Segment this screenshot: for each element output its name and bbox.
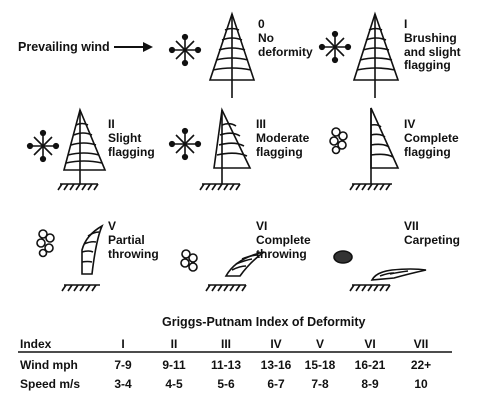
- table-header-label: Index: [20, 337, 52, 351]
- panel-0-index: 0: [258, 17, 265, 31]
- blob-icon: [180, 249, 198, 272]
- panel-VII-desc: Carpeting: [404, 233, 461, 247]
- blob-icon: [333, 250, 353, 264]
- table-header-cell: IV: [270, 337, 282, 351]
- panel-VI-desc: Complete throwing: [256, 233, 311, 261]
- table-cell: 5-6: [217, 377, 235, 391]
- panel-0-desc: No deformity: [258, 31, 313, 59]
- table-header-cell: VII: [413, 337, 429, 351]
- panel-I-desc: Brushing and slight flagging: [404, 31, 461, 72]
- panel-VI-index: VI: [256, 219, 268, 233]
- table-header-cell: II: [170, 337, 178, 351]
- panel-I-index: I: [404, 17, 408, 31]
- table-cell: 4-5: [165, 377, 183, 391]
- table-cell: 7-8: [311, 377, 329, 391]
- table-cell: 7-9: [114, 358, 132, 372]
- table-cell: 6-7: [267, 377, 285, 391]
- panel-V-index: V: [108, 219, 117, 233]
- panel-IV-desc: Complete flagging: [404, 131, 459, 159]
- table-header-cell: V: [315, 337, 325, 351]
- table-cell: 16-21: [354, 358, 386, 372]
- blob-icon: [36, 229, 55, 258]
- snowflake-icon: [26, 129, 60, 163]
- table-header-cell: VI: [364, 337, 376, 351]
- table-cell: 9-11: [162, 358, 186, 372]
- table-cell: 13-16: [260, 358, 292, 372]
- table-cell: 8-9: [361, 377, 379, 391]
- prevailing-wind-label: Prevailing wind: [18, 40, 110, 54]
- table-cell: 11-13: [210, 358, 242, 372]
- table-title: Griggs-Putnam Index of Deformity: [162, 315, 366, 329]
- table-cell: 15-18: [304, 358, 336, 372]
- snowflake-icon: [168, 33, 202, 67]
- panel-VII-index: VII: [404, 219, 419, 233]
- table-cell: 3-4: [114, 377, 132, 391]
- panel-II-index: II: [108, 117, 115, 131]
- table-cell: 22+: [410, 358, 432, 372]
- table-header-cell: III: [220, 337, 232, 351]
- table-cell: 10: [414, 377, 428, 391]
- panel-III-index: III: [256, 117, 267, 131]
- panel-V-desc: Partial throwing: [108, 233, 159, 261]
- snowflake-icon: [318, 30, 352, 64]
- table-row-label: Wind mph: [20, 358, 78, 372]
- table-header-cell: I: [121, 337, 125, 351]
- snowflake-icon: [168, 127, 202, 161]
- panel-III-desc: Moderate flagging: [256, 131, 310, 159]
- blob-icon: [329, 127, 348, 155]
- panel-II-desc: Slight flagging: [108, 131, 155, 159]
- table-row-label: Speed m/s: [20, 377, 81, 391]
- panel-IV-index: IV: [404, 117, 416, 131]
